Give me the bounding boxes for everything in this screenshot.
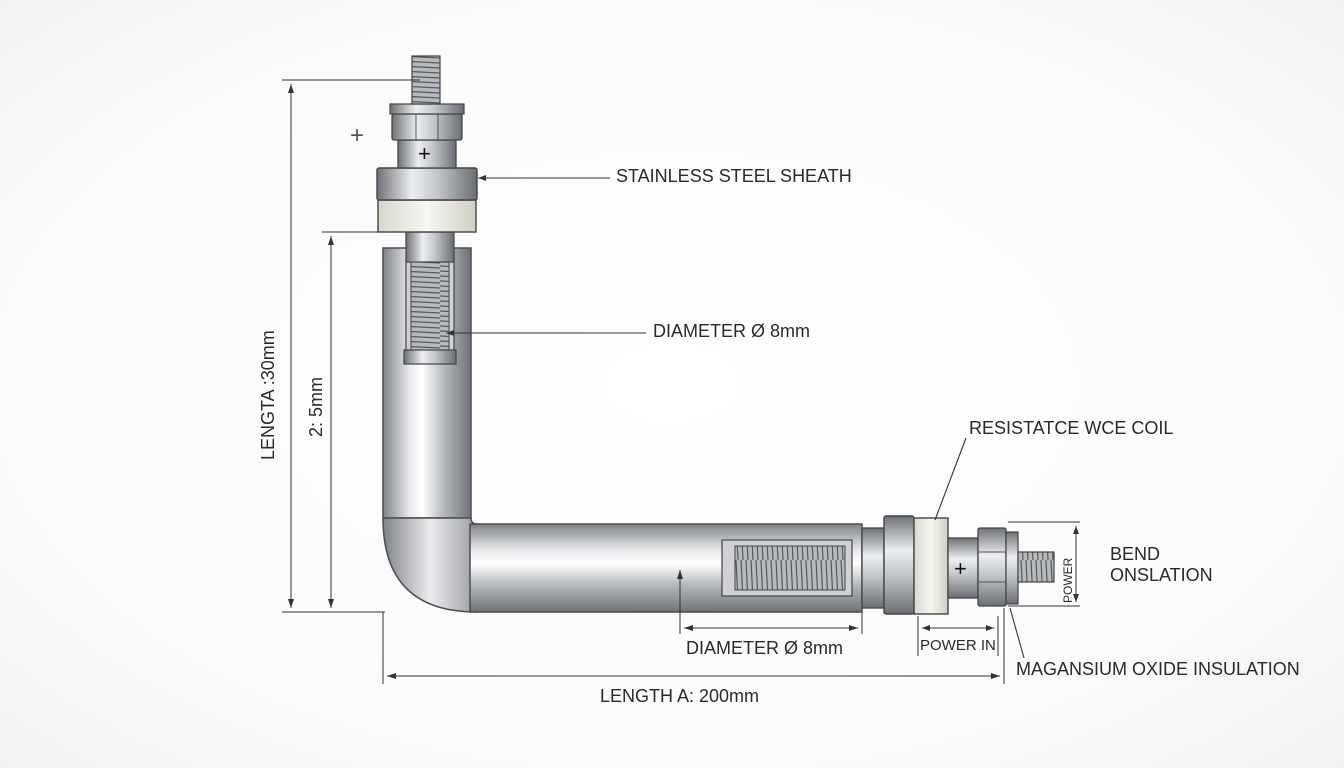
label-diameter-upper: DIAMETER Ø 8mm [653,321,811,341]
label-power-side: POWER [1061,557,1075,603]
tube-bend [382,517,478,613]
label-length-total: LENGTA :30mm [258,330,278,460]
upper-cutaway [403,231,457,365]
right-terminal [861,515,1055,615]
plus-terminal-side: + [954,556,967,581]
label-coil: RESISTATCE WCE COIL [969,418,1174,438]
label-power-in: POWER IN [920,637,996,654]
leader-lines [446,177,1025,659]
leader-coil [934,437,967,521]
label-diameter-lower: DIAMETER Ø 8mm [686,638,844,658]
plus-marker-outside: + [350,122,365,149]
label-length-a: LENGTH A: 200mm [600,686,760,706]
label-mgo-insulation: MAGANSIUM OXIDE INSULATION [1016,659,1300,679]
leader-arrows [446,175,486,336]
label-length-inner: 2: 5mm [306,376,326,437]
lower-cutaway [721,539,853,597]
dimension-lines [282,79,1080,684]
label-sheath: STAINLESS STEEL SHEATH [616,166,852,186]
dimension-arrows [288,84,1079,679]
label-bend-insulation: BEND ONSLATION [1110,544,1213,585]
leader-mgo [1009,607,1025,659]
plus-terminal-top: + [418,141,431,166]
